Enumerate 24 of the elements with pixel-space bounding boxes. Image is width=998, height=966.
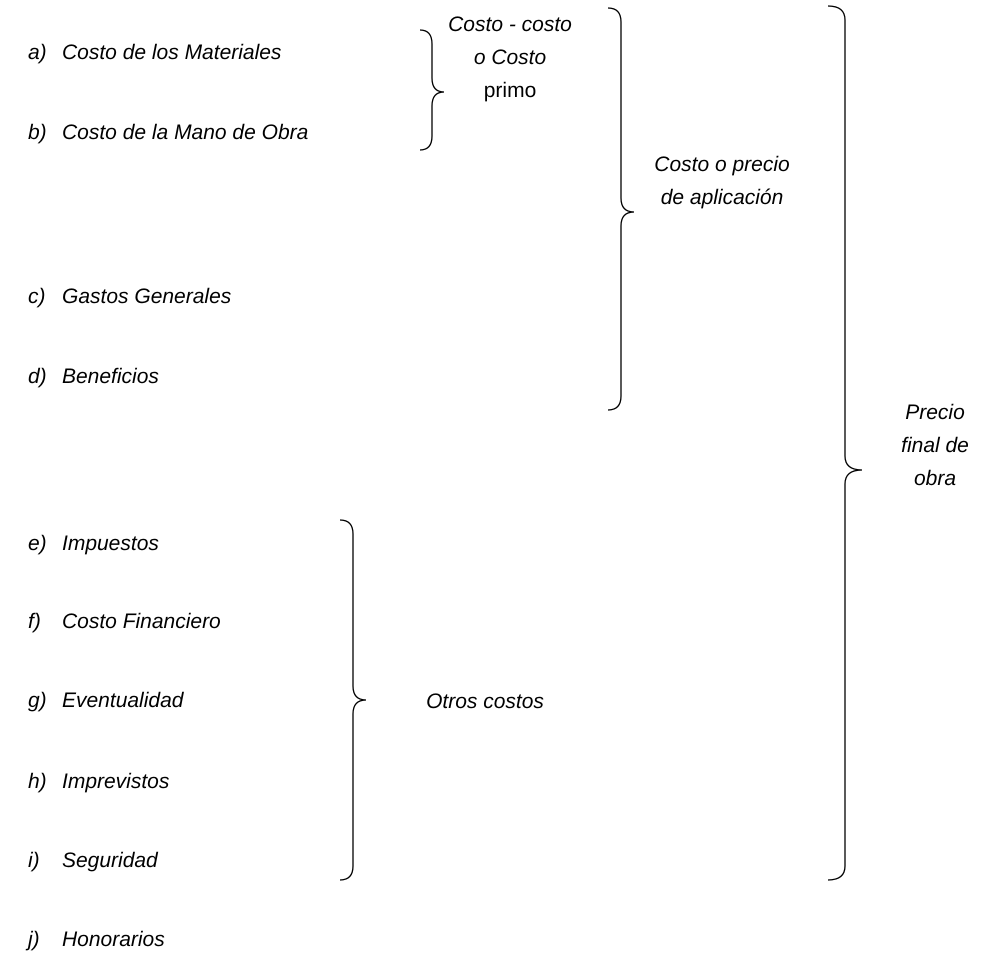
group-label: Costo - costo o Costo primo — [448, 12, 572, 104]
cost-item: Costo de la Mano de Obra — [62, 121, 308, 145]
cost-item: Costo Financiero — [62, 610, 221, 634]
item-letter: b) — [28, 121, 47, 145]
item-letter: a) — [28, 41, 47, 65]
item-letter: c) — [28, 285, 46, 309]
item-letter: f) — [28, 610, 41, 634]
group-label: Costo o precio de aplicación — [653, 152, 791, 211]
item-letter: j) — [28, 928, 40, 952]
cost-item: Eventualidad — [62, 689, 184, 713]
cost-item: Seguridad — [62, 849, 158, 873]
cost-item: Gastos Generales — [62, 285, 232, 309]
item-letter: e) — [28, 532, 47, 556]
group-label: Precio final de obra — [900, 400, 970, 492]
item-letter: d) — [28, 365, 47, 389]
cost-item: Costo de los Materiales — [62, 41, 282, 65]
item-letter: i) — [28, 849, 40, 873]
item-letter: h) — [28, 770, 47, 794]
cost-item: Honorarios — [62, 928, 165, 952]
cost-item: Beneficios — [62, 365, 159, 389]
cost-item: Imprevistos — [62, 770, 170, 794]
item-letter: g) — [28, 689, 47, 713]
group-label: Otros costos — [425, 689, 545, 715]
cost-item: Impuestos — [62, 532, 159, 556]
